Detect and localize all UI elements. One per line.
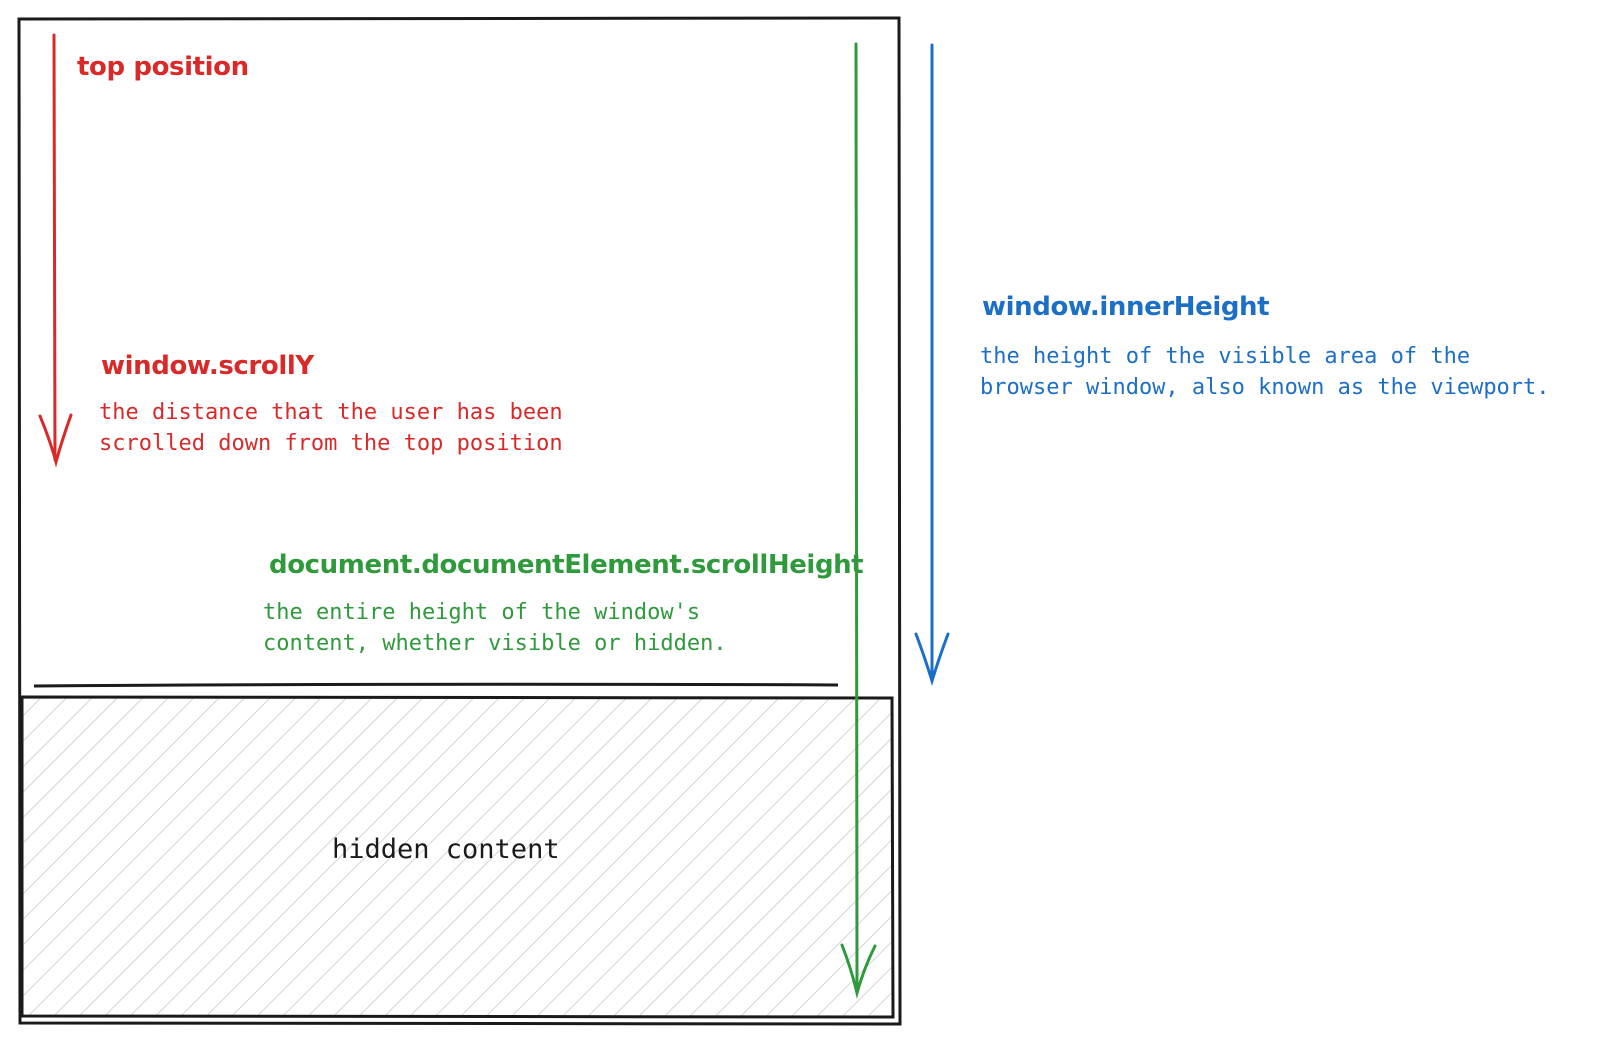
hidden-content-label: hidden content <box>332 834 560 865</box>
inner-height-description-line1: the height of the visible area of the <box>980 344 1471 369</box>
scroll-y-description-line1: the distance that the user has been <box>99 400 563 425</box>
hidden-content-border <box>20 695 895 1019</box>
scroll-y-description-line2: scrolled down from the top position <box>99 431 563 456</box>
scroll-y-arrow <box>38 33 73 468</box>
viewport-bottom-line <box>33 682 839 688</box>
inner-height-description-line2: browser window, also known as the viewpo… <box>980 375 1550 400</box>
scroll-y-title: window.scrollY <box>101 351 314 381</box>
inner-height-arrow <box>914 43 950 687</box>
inner-height-title: window.innerHeight <box>982 292 1270 322</box>
scroll-height-description-line1: the entire height of the window's <box>263 600 701 625</box>
scroll-height-arrow <box>840 42 877 999</box>
top-position-label: top position <box>77 52 249 82</box>
scroll-height-title: document.documentElement.scrollHeight <box>269 550 864 580</box>
scroll-height-description-line2: content, whether visible or hidden. <box>263 631 727 656</box>
hidden-content-region <box>23 698 892 1016</box>
document-frame <box>17 16 902 1026</box>
